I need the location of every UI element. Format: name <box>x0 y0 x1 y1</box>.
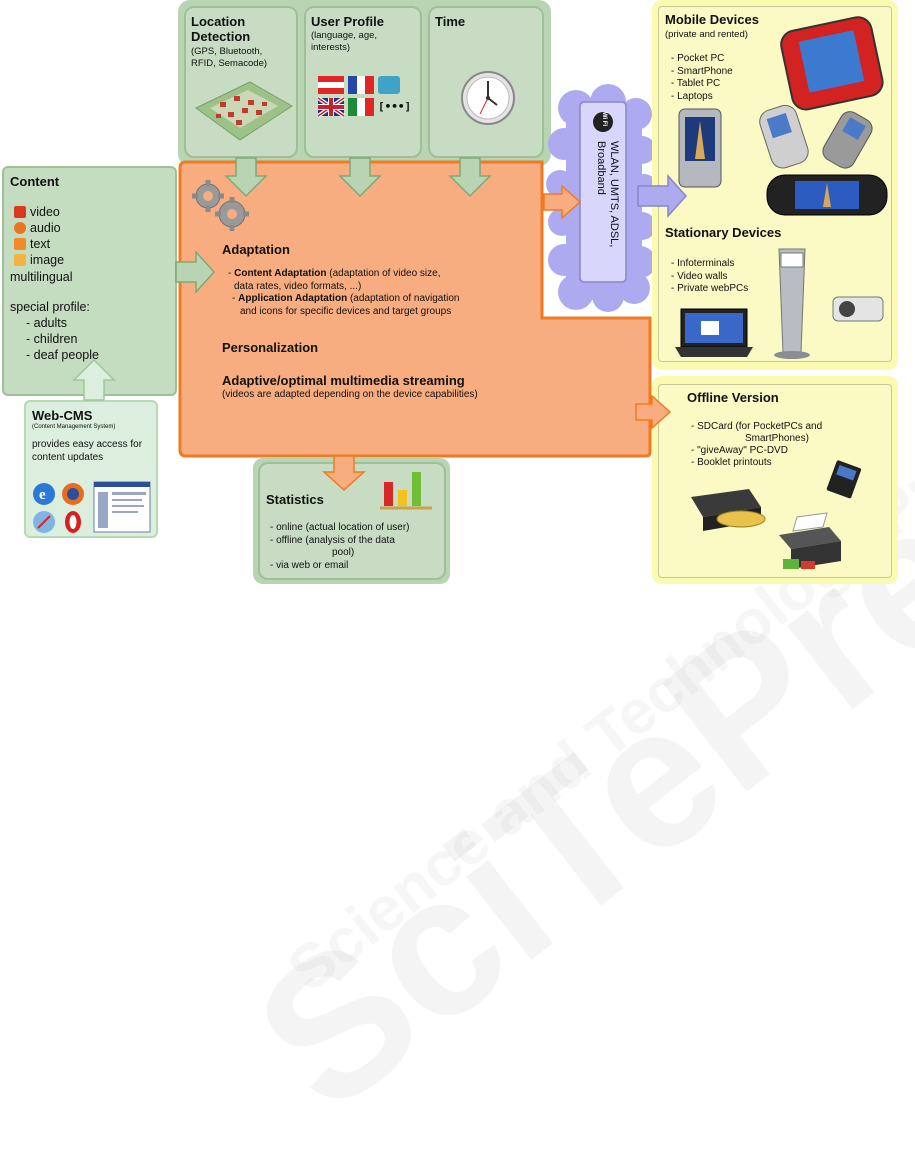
city-map-icon <box>195 81 293 141</box>
mobile-devices-subtitle: (private and rented) <box>665 29 748 40</box>
user-profile-desc-1: (language, age, <box>311 30 378 41</box>
media-image-label: image <box>30 253 65 267</box>
content-adaptation-line2: data rates, video formats, ...) <box>234 280 362 292</box>
video-icon <box>14 206 26 218</box>
mobile-item-tablet: - Tablet PC <box>671 78 721 89</box>
bar-chart-icon <box>380 472 432 510</box>
svg-text:e: e <box>39 487 46 503</box>
more-languages-label: [•••] <box>378 100 412 113</box>
application-adaptation-desc: (adaptation of navigation <box>347 293 460 304</box>
media-audio: audio <box>14 220 64 236</box>
stationary-item-infoterminals: - Infoterminals <box>671 258 735 269</box>
location-desc-2: RFID, Semacode) <box>191 58 268 69</box>
gears-icon <box>192 180 249 231</box>
offline-dvd: - "giveAway" PC-DVD <box>691 445 788 456</box>
webcms-title: Web-CMS <box>32 408 93 423</box>
offline-media-images <box>691 460 862 569</box>
webcms-desc-2: content updates <box>32 452 104 463</box>
network-cloud <box>546 84 658 312</box>
flow-arrows <box>72 157 688 492</box>
location-title-2: Detection <box>191 29 251 44</box>
location-detection-box: Location Detection (GPS, Bluetooth, RFID… <box>184 6 298 158</box>
statistics-online: - online (actual location of user) <box>270 522 410 533</box>
personalization-title: Personalization <box>222 340 319 355</box>
media-video: video <box>14 204 64 220</box>
media-audio-label: audio <box>30 221 61 235</box>
audio-icon <box>14 222 26 234</box>
multilingual-label: multilingual <box>10 270 73 284</box>
stationary-devices-title: Stationary Devices <box>665 225 782 240</box>
image-icon <box>14 254 26 266</box>
application-adaptation-line2: and icons for specific devices and targe… <box>240 305 452 317</box>
media-video-label: video <box>30 205 60 219</box>
streaming-desc: (videos are adapted depending on the dev… <box>222 389 478 400</box>
content-title: Content <box>10 174 60 189</box>
statistics-offline-1: - offline (analysis of the data <box>270 534 395 546</box>
language-flags-icon <box>318 76 400 118</box>
webcms-desc-1: provides easy access for <box>32 439 143 450</box>
text-icon <box>14 238 26 250</box>
adaptation-title: Adaptation <box>222 242 290 257</box>
mobile-devices-images <box>678 16 888 216</box>
webcms-subtitle: (Content Management System) <box>32 424 116 430</box>
time-title: Time <box>435 14 466 29</box>
statistics-offline-2: pool) <box>332 547 355 558</box>
adaptation-panel-shape <box>178 160 652 458</box>
content-box: Content video audio text image multiling… <box>2 166 177 396</box>
time-box: Time <box>428 6 544 158</box>
offline-sdcard-2: SmartPhones) <box>745 433 809 444</box>
application-adaptation-label: Application Adaptation <box>238 293 348 304</box>
devices-box: Mobile Devices (private and rented) - Po… <box>658 6 892 362</box>
offline-box: Offline Version - SDCard (for PocketPCs … <box>658 384 892 578</box>
media-text: text <box>14 236 64 252</box>
application-adaptation-line: - Application Adaptation (adaptation of … <box>232 293 460 304</box>
offline-booklet: - Booklet printouts <box>691 457 772 468</box>
streaming-title: Adaptive/optimal multimedia streaming <box>222 373 465 388</box>
user-profile-title: User Profile <box>311 14 384 29</box>
media-text-label: text <box>30 237 51 251</box>
media-image: image <box>14 252 64 268</box>
profile-adults: - adults <box>26 316 67 330</box>
content-adaptation-line: - Content Adaptation (adaptation of vide… <box>228 268 441 279</box>
statistics-title: Statistics <box>266 492 324 507</box>
location-desc-1: (GPS, Bluetooth, <box>191 46 263 57</box>
profile-children: - children <box>26 332 78 346</box>
browser-icons: e <box>33 481 151 533</box>
webcms-box: Web-CMS (Content Management System) prov… <box>24 400 158 538</box>
mobile-devices-title: Mobile Devices <box>665 12 759 27</box>
offline-title: Offline Version <box>687 390 779 405</box>
user-profile-box: User Profile (language, age, interests) … <box>304 6 422 158</box>
content-adaptation-desc: (adaptation of video size, <box>326 268 441 279</box>
stationary-item-webpcs: - Private webPCs <box>671 283 749 294</box>
content-adaptation-label: Content Adaptation <box>234 268 327 279</box>
mobile-item-pocketpc: - Pocket PC <box>671 53 725 64</box>
mobile-item-smartphone: - SmartPhone <box>671 65 733 77</box>
statistics-web-email: - via web or email <box>270 559 349 571</box>
special-profile-label: special profile: <box>10 300 90 314</box>
clock-icon <box>461 71 515 125</box>
mobile-item-laptops: - Laptops <box>671 90 713 102</box>
location-title-1: Location <box>191 14 246 29</box>
stationary-devices-images <box>675 248 884 359</box>
user-profile-desc-2: interests) <box>311 42 351 53</box>
offline-sdcard-1: - SDCard (for PocketPCs and <box>691 421 823 432</box>
stationary-item-videowalls: - Video walls <box>671 270 728 282</box>
profile-deaf: - deaf people <box>26 348 99 362</box>
